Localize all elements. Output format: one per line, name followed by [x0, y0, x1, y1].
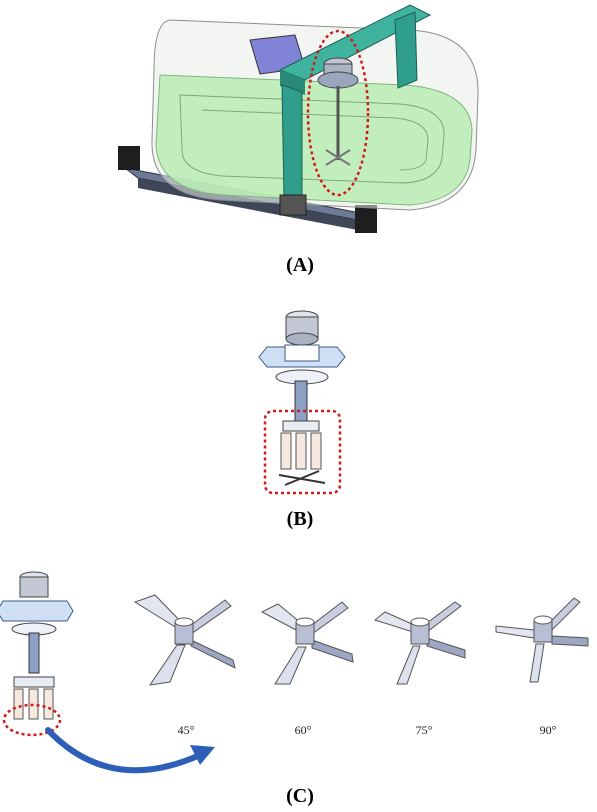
panel-c-label: (C)	[286, 785, 314, 807]
stirrer-motor	[317, 57, 359, 166]
highlight-box	[263, 409, 342, 495]
impeller-75	[373, 601, 466, 685]
impeller-angle-label: 75°	[415, 723, 433, 737]
highlight-ellipse	[306, 29, 370, 197]
impeller-60	[260, 601, 354, 685]
tank-assembly-figure	[118, 4, 479, 233]
stirrer-motor-head	[258, 310, 346, 385]
impeller-90	[495, 597, 589, 683]
impeller-angle-label: 90°	[539, 723, 557, 737]
stirrer-shaft	[294, 380, 308, 422]
impeller-angle-label: 60°	[294, 723, 312, 737]
teal-frame	[278, 4, 432, 216]
stirrer-small-figure	[0, 571, 74, 737]
panel-b-label: (B)	[286, 508, 314, 530]
highlight-ellipse-small	[2, 703, 62, 737]
curved-arrow	[45, 727, 215, 774]
probe-cluster	[278, 420, 326, 486]
impeller-45	[133, 594, 236, 686]
impeller-angle-label: 45°	[177, 723, 195, 737]
tank-body	[151, 19, 479, 211]
panel-a-label: (A)	[286, 254, 314, 276]
stirrer-assembly-figure	[258, 310, 346, 495]
